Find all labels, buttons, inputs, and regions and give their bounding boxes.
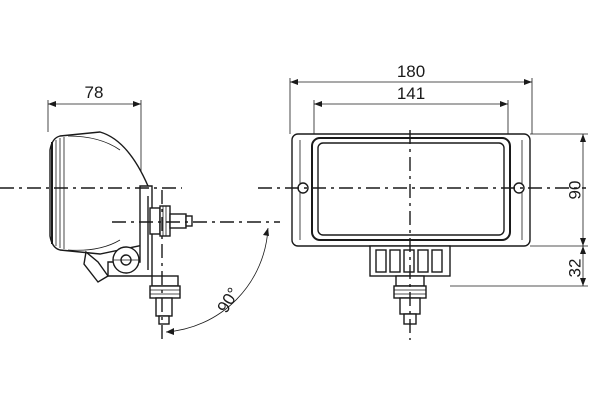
dimension-141: 141	[313, 84, 509, 142]
side-horizontal-bolt	[149, 205, 193, 237]
dimension-90: 90	[530, 133, 588, 247]
dimension-32-label: 32	[565, 259, 584, 278]
dimension-32: 32	[450, 246, 588, 287]
side-lamp-body	[49, 131, 149, 255]
angle-90-label: 90°	[214, 284, 244, 316]
dimension-78: 78	[47, 83, 142, 182]
angle-90: 90°	[165, 227, 269, 335]
dimension-90-label: 90	[565, 181, 584, 200]
front-view: 180 141	[258, 62, 588, 340]
dimension-141-label: 141	[397, 84, 425, 103]
side-view: 78	[0, 83, 280, 342]
front-housing	[291, 133, 531, 247]
dimension-180-label: 180	[397, 62, 425, 81]
side-bracket	[83, 185, 153, 283]
side-vertical-bolt	[149, 275, 181, 325]
dimension-180: 180	[289, 62, 533, 134]
dimension-78-label: 78	[85, 83, 104, 102]
